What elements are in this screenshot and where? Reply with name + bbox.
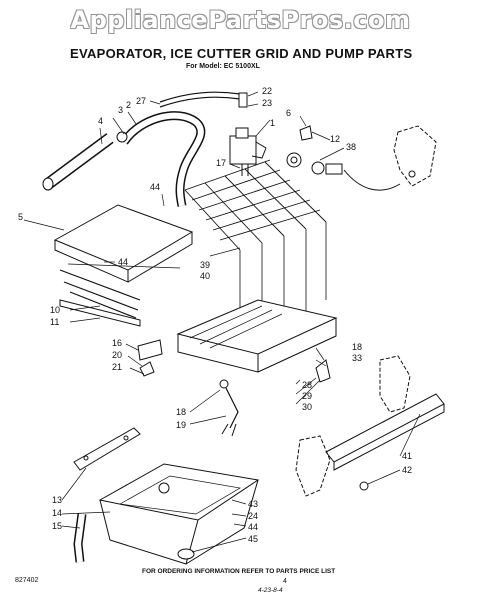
callout-27: 27 (136, 96, 146, 106)
callout-30: 30 (302, 402, 312, 412)
callout-15: 15 (52, 521, 62, 531)
callout-17: 17 (216, 158, 226, 168)
diagram-title: EVAPORATOR, ICE CUTTER GRID AND PUMP PAR… (70, 46, 413, 61)
callout-3: 3 (118, 105, 123, 115)
callout-40: 40 (200, 271, 210, 281)
callout-33: 33 (352, 353, 362, 363)
callout-6: 6 (286, 108, 291, 118)
callout-44-top: 44 (150, 182, 160, 192)
water-pan (98, 463, 260, 565)
callout-24: 24 (248, 511, 258, 521)
callout-41: 41 (402, 451, 412, 461)
model-subtitle: For Model: EC 5100XL (186, 63, 260, 70)
drain-tube (73, 513, 87, 563)
callout-28: 28 (302, 380, 312, 390)
revision-date: 4-23-8-4 (258, 587, 283, 594)
callout-18-left: 18 (176, 407, 186, 417)
callout-1: 1 (270, 118, 275, 128)
callout-11: 11 (50, 317, 59, 327)
callout-10: 10 (50, 305, 60, 315)
callout-16: 16 (112, 338, 122, 348)
callout-leaders (23, 91, 421, 553)
watermark: AppliancePartsPros.com (70, 6, 411, 34)
callout-18-right: 18 (352, 342, 362, 352)
pump-assembly (229, 127, 267, 176)
callout-39: 39 (200, 260, 210, 270)
callout-14: 14 (52, 508, 62, 518)
pump-motor-parts (286, 125, 437, 191)
callout-4: 4 (98, 116, 103, 126)
mounting-clips (137, 339, 163, 377)
drawing-code: 827402 (15, 577, 39, 584)
callout-38: 38 (346, 142, 356, 152)
evaporator-plate (53, 204, 194, 327)
callout-22: 22 (262, 86, 272, 96)
ordering-note: FOR ORDERING INFORMATION REFER TO PARTS … (142, 568, 336, 575)
callout-43: 43 (248, 499, 258, 509)
callout-12: 12 (330, 134, 340, 144)
callout-45: 45 (248, 534, 258, 544)
callout-21: 21 (112, 362, 122, 372)
water-tube (159, 91, 248, 108)
inlet-tube (42, 131, 128, 191)
grid-frame (176, 299, 338, 437)
callout-44-mid: 44 (118, 257, 128, 267)
callout-labels: 3 2 4 27 22 23 6 1 12 38 17 44 5 44 39 4… (18, 86, 412, 544)
mounting-bracket (73, 427, 331, 497)
callout-19: 19 (176, 420, 186, 430)
callout-42: 42 (402, 465, 412, 475)
right-side-panel (325, 355, 445, 491)
callout-20: 20 (112, 350, 122, 360)
ice-cutter-grid (184, 159, 327, 320)
callout-13: 13 (52, 495, 62, 505)
callout-2: 2 (126, 100, 131, 110)
callout-29: 29 (302, 391, 312, 401)
callout-5: 5 (18, 212, 23, 222)
page-number: 4 (283, 578, 287, 585)
callout-44-bottom: 44 (248, 522, 258, 532)
callout-23: 23 (262, 98, 272, 108)
drain-hose (120, 111, 206, 207)
